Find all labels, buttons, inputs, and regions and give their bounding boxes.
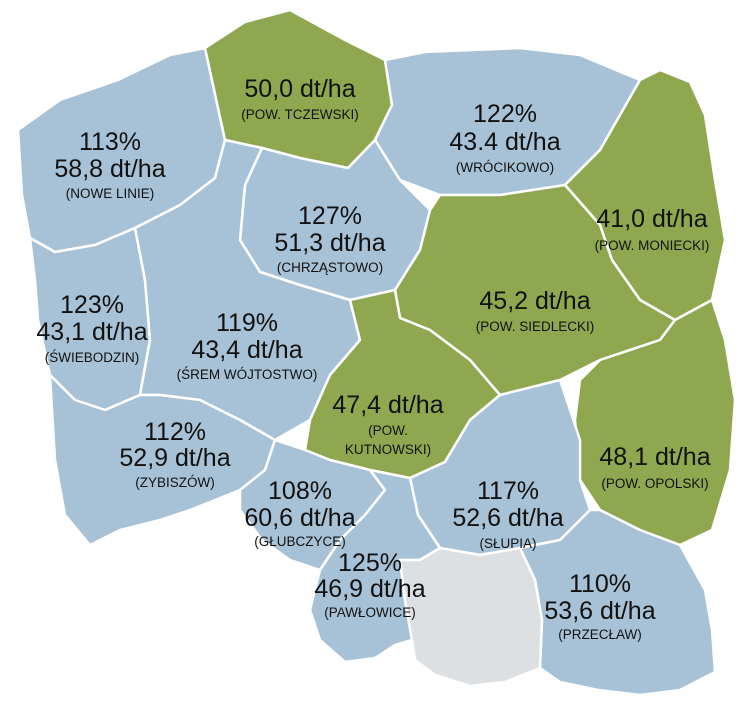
yield-value: 48,1 dt/ha xyxy=(599,443,710,471)
yield-value: 45,2 dt/ha xyxy=(479,287,590,315)
label-kutnowski: 47,4 dt/ha (POW. KUTNOWSKI) xyxy=(332,391,443,457)
place-name: (POW. MONIECKI) xyxy=(595,238,710,253)
place-name: (GŁUBCZYCE) xyxy=(254,534,346,549)
place-name-line2: KUTNOWSKI) xyxy=(345,442,431,457)
yield-value: 43,4 dt/ha xyxy=(191,336,302,364)
label-nowe-linie: 113% 58,8 dt/ha (NOWE LINIE) xyxy=(54,128,165,201)
label-opolski: 48,1 dt/ha (POW. OPOLSKI) xyxy=(599,443,710,491)
label-pawlowice: 125% 46,9 dt/ha (PAWŁOWICE) xyxy=(314,549,425,620)
percent-value: 127% xyxy=(298,202,362,230)
yield-value: 60,6 dt/ha xyxy=(244,504,355,532)
yield-value: 53,6 dt/ha xyxy=(544,597,655,625)
yield-value: 52,9 dt/ha xyxy=(119,444,230,472)
place-name: (POW. TCZEWSKI) xyxy=(241,107,359,122)
place-name: (SŁUPIA) xyxy=(479,536,536,551)
yield-value: 58,8 dt/ha xyxy=(54,155,165,183)
yield-value: 46,9 dt/ha xyxy=(314,575,425,603)
yield-value: 52,6 dt/ha xyxy=(452,504,563,532)
place-name: (WRÓCIKOWO) xyxy=(456,160,554,175)
label-chrzastowo: 127% 51,3 dt/ha (CHRZĄSTOWO) xyxy=(274,202,385,275)
place-name: (PRZECŁAW) xyxy=(558,627,642,642)
percent-value: 112% xyxy=(144,418,206,446)
percent-value: 125% xyxy=(338,549,402,577)
yield-value: 43,1 dt/ha xyxy=(36,318,147,346)
percent-value: 123% xyxy=(60,291,124,319)
percent-value: 108% xyxy=(268,477,332,505)
place-name: (ZYBISZÓW) xyxy=(135,475,215,490)
region-malopolska[interactable] xyxy=(398,546,544,688)
percent-value: 119% xyxy=(216,309,278,337)
percent-value: 110% xyxy=(569,570,631,598)
label-srem: 119% 43,4 dt/ha (ŚREM WÓJTOSTWO) xyxy=(177,309,318,382)
label-siedlecki: 45,2 dt/ha (POW. SIEDLECKI) xyxy=(476,287,595,334)
label-moniecki: 41,0 dt/ha (POW. MONIECKI) xyxy=(595,205,710,253)
place-name: (PAWŁOWICE) xyxy=(324,605,416,620)
label-zybiszow: 112% 52,9 dt/ha (ZYBISZÓW) xyxy=(119,418,230,490)
yield-value: 51,3 dt/ha xyxy=(274,229,385,257)
yield-value: 50,0 dt/ha xyxy=(244,75,355,103)
percent-value: 117% xyxy=(477,477,539,505)
percent-value: 113% xyxy=(79,128,141,156)
label-swiebodzin: 123% 43,1 dt/ha (ŚWIEBODZIN) xyxy=(36,291,147,365)
place-name: (NOWE LINIE) xyxy=(66,186,155,201)
label-tczewski: 50,0 dt/ha (POW. TCZEWSKI) xyxy=(241,75,359,122)
label-przeclaw: 110% 53,6 dt/ha (PRZECŁAW) xyxy=(544,570,655,642)
yield-value: 41,0 dt/ha xyxy=(596,205,707,233)
yield-value: 43.4 dt/ha xyxy=(449,128,560,156)
region-pawlowice[interactable] xyxy=(308,468,442,664)
percent-value: 122% xyxy=(473,100,537,128)
yield-value: 47,4 dt/ha xyxy=(332,391,443,419)
place-name: (ŚREM WÓJTOSTWO) xyxy=(177,367,318,382)
place-name: (POW. xyxy=(368,423,408,438)
label-slupia: 117% 52,6 dt/ha (SŁUPIA) xyxy=(452,477,563,551)
place-name: (ŚWIEBODZIN) xyxy=(45,350,140,365)
place-name: (POW. OPOLSKI) xyxy=(601,476,708,491)
place-name: (CHRZĄSTOWO) xyxy=(277,260,383,275)
label-glubczyce: 108% 60,6 dt/ha (GŁUBCZYCE) xyxy=(244,477,355,549)
label-wrocikowo: 122% 43.4 dt/ha (WRÓCIKOWO) xyxy=(449,100,560,175)
place-name: (POW. SIEDLECKI) xyxy=(476,319,595,334)
